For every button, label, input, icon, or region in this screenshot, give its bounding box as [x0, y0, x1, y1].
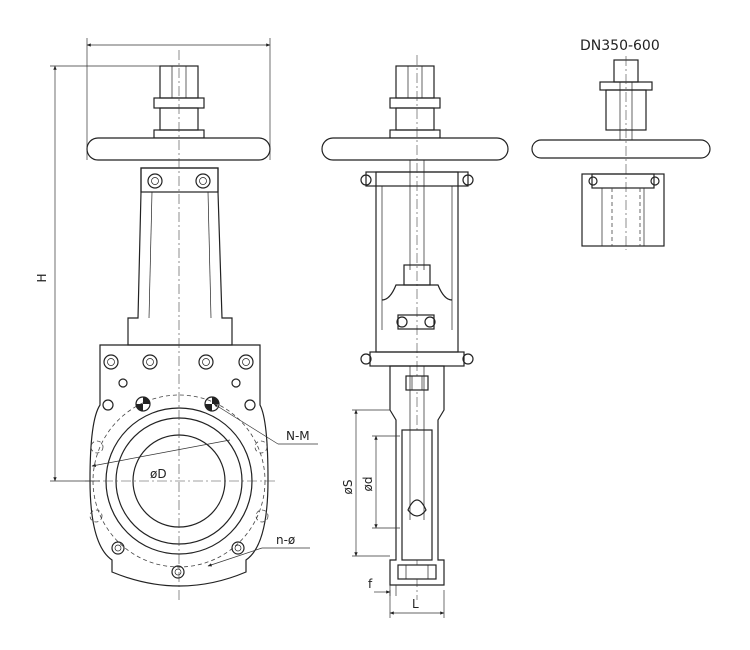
- side-view: øS ød f L: [321, 55, 509, 618]
- diameter-d-upper-label: øD: [150, 467, 167, 481]
- height-dimension: H: [35, 65, 160, 482]
- bolts-label: N-M: [286, 429, 310, 443]
- side-handwheel: [321, 137, 509, 161]
- handwheel-width-dimension: [86, 38, 271, 160]
- length-label: L: [412, 597, 419, 611]
- diameter-s-label: øS: [341, 480, 355, 495]
- diameter-d-lower-label: ød: [361, 477, 375, 492]
- yoke: [127, 167, 233, 346]
- detail-view: DN350-600: [531, 38, 711, 250]
- handwheel: [86, 137, 271, 161]
- bolt-holes-label: n-ø: [276, 533, 295, 547]
- height-label: H: [35, 273, 49, 282]
- front-view: H øD N-M n-ø: [35, 38, 318, 600]
- detail-title: DN350-600: [580, 38, 660, 54]
- face-label: f: [368, 577, 373, 591]
